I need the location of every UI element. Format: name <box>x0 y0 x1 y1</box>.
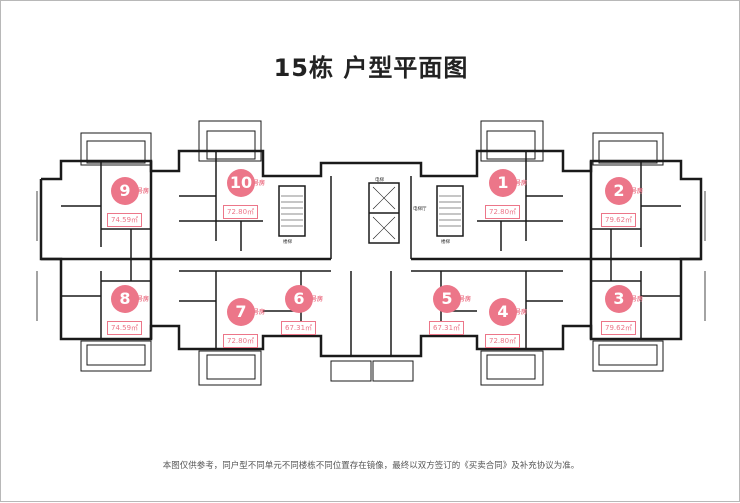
unit-area: 72.80㎡ <box>485 205 521 219</box>
unit-area: 79.62㎡ <box>601 213 637 227</box>
unit-suffix: 号房 <box>631 296 644 303</box>
unit-suffix: 号房 <box>515 309 528 316</box>
page-title: 15栋 户型平面图 <box>273 54 469 82</box>
unit-suffix: 号房 <box>311 296 324 303</box>
stair-label-right: 楼梯 <box>441 240 450 245</box>
unit-suffix: 号房 <box>253 309 266 316</box>
unit-suffix: 号房 <box>515 180 528 187</box>
unit-number: 1 <box>489 169 517 197</box>
unit-badge-5: 5 号房 67.31㎡ <box>429 285 477 355</box>
unit-badge-8: 8 号房 74.59㎡ <box>107 285 155 355</box>
unit-area: 72.80㎡ <box>223 205 259 219</box>
unit-area: 72.80㎡ <box>223 334 259 348</box>
unit-number: 9 <box>111 177 139 205</box>
unit-number: 10 <box>227 169 255 197</box>
unit-badge-1: 1 号房 72.80㎡ <box>485 169 533 239</box>
unit-badge-9: 9 号房 74.59㎡ <box>107 177 155 247</box>
unit-number: 6 <box>285 285 313 313</box>
unit-area: 74.59㎡ <box>107 213 143 227</box>
unit-badge-3: 3 号房 79.62㎡ <box>601 285 649 355</box>
unit-number: 8 <box>111 285 139 313</box>
disclaimer-footnote: 本图仅供参考，同户型不同单元不同楼栋不同位置存在镜像，最终以双方签订的《买卖合同… <box>162 461 580 471</box>
elevator-label: 电梯 <box>375 178 384 183</box>
unit-suffix: 号房 <box>253 180 266 187</box>
unit-number: 2 <box>605 177 633 205</box>
unit-area: 74.59㎡ <box>107 321 143 335</box>
unit-area: 67.31㎡ <box>281 321 317 335</box>
stair-label-left: 楼梯 <box>283 240 292 245</box>
lift-lobby-label: 电梯厅 <box>413 207 427 212</box>
unit-area: 67.31㎡ <box>429 321 465 335</box>
unit-badge-6: 6 号房 67.31㎡ <box>281 285 329 355</box>
unit-number: 4 <box>489 298 517 326</box>
unit-area: 79.62㎡ <box>601 321 637 335</box>
unit-suffix: 号房 <box>459 296 472 303</box>
unit-badge-10: 10 号房 72.80㎡ <box>223 169 271 239</box>
unit-badge-7: 7 号房 72.80㎡ <box>223 298 271 368</box>
unit-number: 5 <box>433 285 461 313</box>
unit-suffix: 号房 <box>137 296 150 303</box>
unit-badge-2: 2 号房 79.62㎡ <box>601 177 649 247</box>
unit-area: 72.80㎡ <box>485 334 521 348</box>
unit-number: 7 <box>227 298 255 326</box>
unit-number: 3 <box>605 285 633 313</box>
unit-suffix: 号房 <box>631 188 644 195</box>
unit-badge-4: 4 号房 72.80㎡ <box>485 298 533 368</box>
unit-suffix: 号房 <box>137 188 150 195</box>
